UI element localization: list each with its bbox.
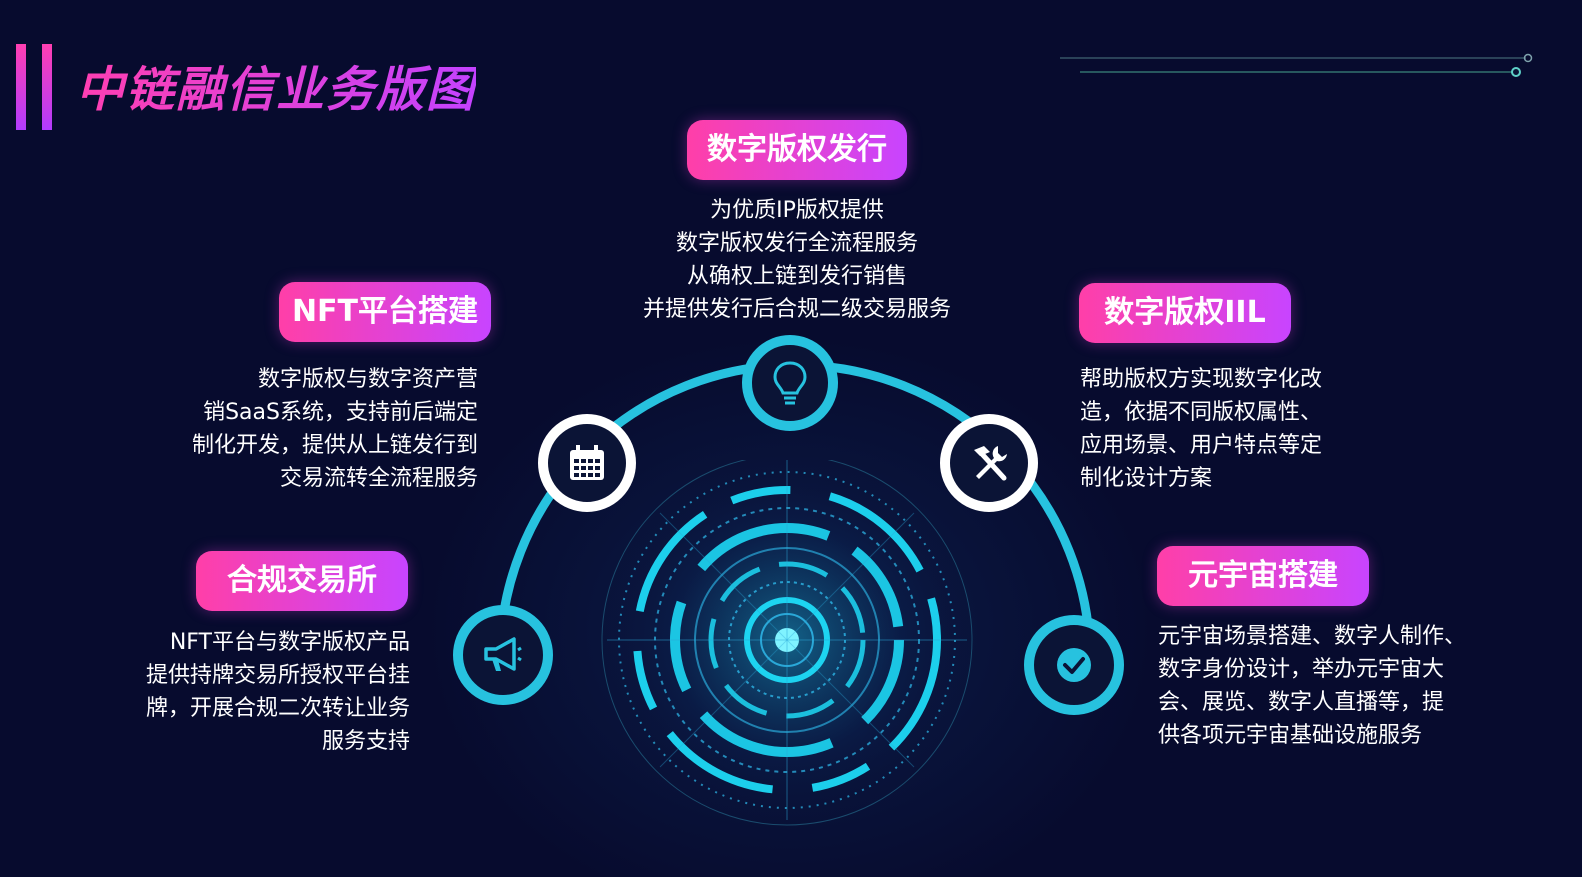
tools-icon (974, 446, 1007, 481)
desc-line: 元宇宙场景搭建、数字人制作、 (1158, 624, 1467, 649)
desc-line: 制化开发，提供从上链发行到 (191, 433, 478, 458)
megaphone-node (453, 605, 553, 705)
desc-line: 销SaaS系统，支持前后端定 (203, 400, 478, 425)
metaverse-label: 元宇宙搭建 (1157, 546, 1369, 606)
nft-platform-desc: 数字版权与数字资产营 销SaaS系统，支持前后端定 制化开发，提供从上链发行到 … (128, 363, 478, 495)
page-title: 中链融信业务版图 (76, 58, 476, 122)
desc-line: 为优质IP版权提供 (710, 198, 884, 223)
desc-line: 数字版权与数字资产营 (257, 367, 478, 392)
desc-line: 供各项元宇宙基础设施服务 (1158, 723, 1423, 748)
calendar-icon (570, 445, 604, 480)
digital-copyright-iil-desc: 帮助版权方实现数字化改 造，依据不同版权属性、 应用场景、用户特点等定 制化设计… (1080, 363, 1380, 495)
center-tech-rings (597, 460, 977, 830)
digital-copyright-issue-label: 数字版权发行 (687, 120, 907, 180)
tools-node (940, 414, 1038, 512)
title-bar-left (16, 44, 26, 130)
metaverse-desc: 元宇宙场景搭建、数字人制作、 数字身份设计，举办元宇宙大 会、展览、数字人直播等… (1158, 620, 1498, 752)
desc-line: 提供持牌交易所授权平台挂 (145, 663, 410, 688)
desc-line: 从确权上链到发行销售 (686, 264, 907, 289)
compliant-exchange-label: 合规交易所 (196, 551, 408, 611)
compliant-exchange-desc: NFT平台与数字版权产品 提供持牌交易所授权平台挂 牌，开展合规二次转让业务 服… (60, 626, 410, 758)
title-accent-bars (16, 44, 56, 130)
lightbulb-node (742, 335, 838, 431)
decorative-circuit-lines (1060, 53, 1533, 77)
desc-line: 牌，开展合规二次转让业务 (145, 696, 410, 721)
desc-line: 帮助版权方实现数字化改 (1080, 367, 1323, 392)
megaphone-icon (484, 637, 522, 671)
nft-platform-label: NFT平台搭建 (279, 282, 491, 342)
desc-line: 造，依据不同版权属性、 (1080, 400, 1323, 425)
desc-line: 应用场景、用户特点等定 (1080, 433, 1323, 458)
desc-line: 数字身份设计，举办元宇宙大 (1158, 657, 1445, 682)
desc-line: NFT平台与数字版权产品 (169, 630, 410, 655)
check-circle-icon (1057, 648, 1091, 682)
desc-line: 服务支持 (321, 729, 410, 754)
check-node (1024, 615, 1124, 715)
desc-line: 并提供发行后合规二级交易服务 (642, 297, 951, 322)
digital-copyright-issue-desc: 为优质IP版权提供 数字版权发行全流程服务 从确权上链到发行销售 并提供发行后合… (597, 194, 997, 326)
calendar-node (538, 414, 636, 512)
digital-copyright-iil-label: 数字版权IIL (1079, 283, 1291, 343)
desc-line: 会、展览、数字人直播等，提 (1158, 690, 1445, 715)
desc-line: 数字版权发行全流程服务 (675, 231, 918, 256)
desc-line: 制化设计方案 (1080, 466, 1213, 491)
desc-line: 交易流转全流程服务 (279, 466, 478, 491)
title-bar-right (42, 44, 52, 130)
lightbulb-icon (773, 361, 807, 405)
